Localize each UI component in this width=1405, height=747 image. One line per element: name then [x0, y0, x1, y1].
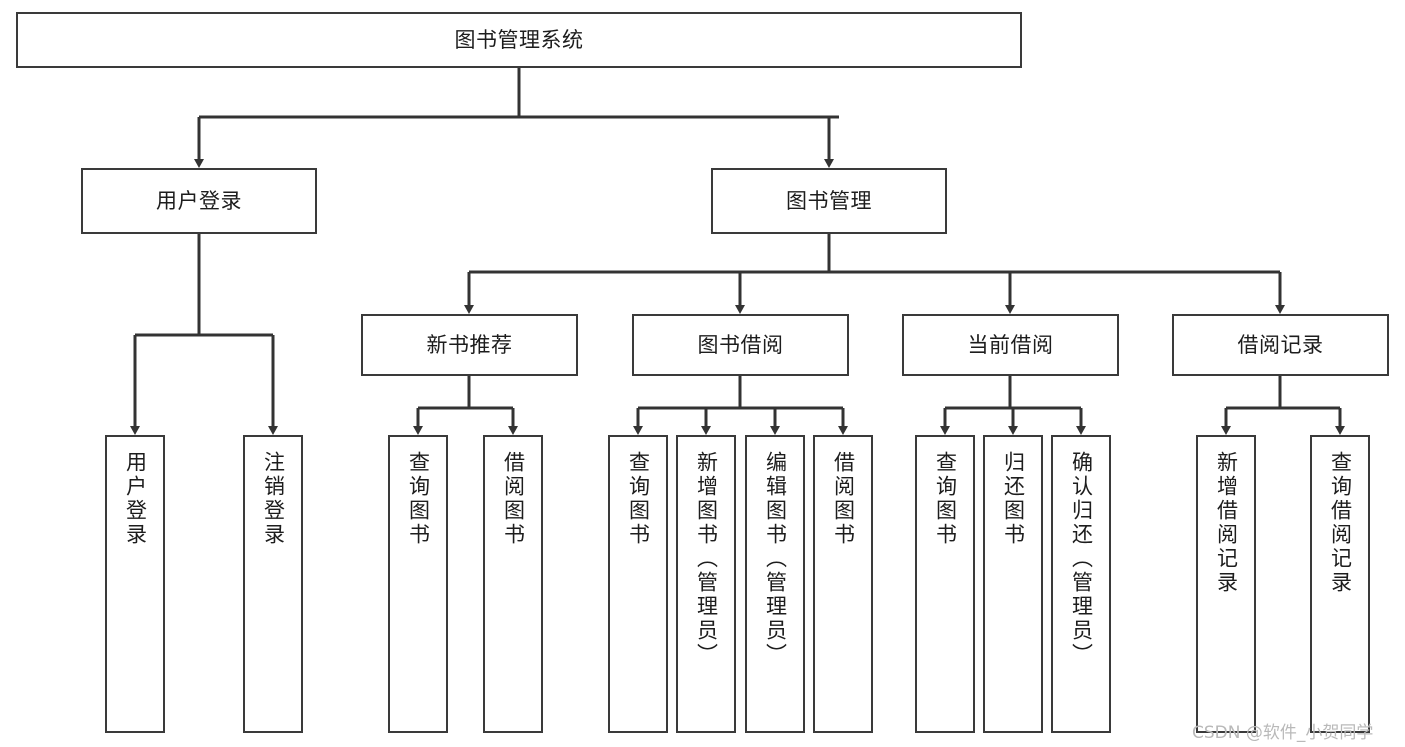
node-user-login-label: 用户登录 [156, 188, 242, 213]
node-leaf-query-book-1-label: 查询图书 [406, 451, 431, 547]
node-leaf-query-book-1[interactable]: 查询图书 [388, 435, 448, 733]
node-book-manage[interactable]: 图书管理 [711, 168, 947, 234]
node-leaf-return-book-label: 归还图书 [1001, 451, 1026, 547]
node-leaf-query-book-3-label: 查询图书 [933, 451, 958, 547]
node-leaf-add-record[interactable]: 新增借阅记录 [1196, 435, 1256, 733]
node-leaf-query-record[interactable]: 查询借阅记录 [1310, 435, 1370, 733]
node-leaf-borrow-book-2-label: 借阅图书 [831, 451, 856, 547]
node-root[interactable]: 图书管理系统 [16, 12, 1022, 68]
node-leaf-confirm-return-label: 确认归还（管理员） [1069, 451, 1094, 667]
node-leaf-edit-book-label: 编辑图书（管理员） [763, 451, 788, 667]
node-leaf-user-login[interactable]: 用户登录 [105, 435, 165, 733]
node-leaf-add-book[interactable]: 新增图书（管理员） [676, 435, 736, 733]
node-book-borrow[interactable]: 图书借阅 [632, 314, 849, 376]
node-leaf-query-book-2[interactable]: 查询图书 [608, 435, 668, 733]
node-leaf-borrow-book-1-label: 借阅图书 [501, 451, 526, 547]
node-leaf-add-record-label: 新增借阅记录 [1214, 451, 1239, 595]
node-leaf-query-record-label: 查询借阅记录 [1328, 451, 1353, 595]
node-leaf-query-book-2-label: 查询图书 [626, 451, 651, 547]
node-root-label: 图书管理系统 [454, 27, 584, 52]
node-leaf-logout-label: 注销登录 [261, 451, 286, 547]
node-leaf-return-book[interactable]: 归还图书 [983, 435, 1043, 733]
node-user-login[interactable]: 用户登录 [81, 168, 317, 234]
node-leaf-confirm-return[interactable]: 确认归还（管理员） [1051, 435, 1111, 733]
node-book-manage-label: 图书管理 [786, 188, 872, 213]
node-leaf-add-book-label: 新增图书（管理员） [694, 451, 719, 667]
node-new-book-recommend-label: 新书推荐 [426, 332, 513, 357]
node-leaf-edit-book[interactable]: 编辑图书（管理员） [745, 435, 805, 733]
node-leaf-user-login-label: 用户登录 [123, 451, 148, 547]
node-current-borrow-label: 当前借阅 [967, 332, 1054, 357]
node-leaf-logout[interactable]: 注销登录 [243, 435, 303, 733]
node-book-borrow-label: 图书借阅 [697, 332, 784, 357]
node-leaf-borrow-book-2[interactable]: 借阅图书 [813, 435, 873, 733]
node-current-borrow[interactable]: 当前借阅 [902, 314, 1119, 376]
node-leaf-query-book-3[interactable]: 查询图书 [915, 435, 975, 733]
node-borrow-record[interactable]: 借阅记录 [1172, 314, 1389, 376]
node-borrow-record-label: 借阅记录 [1237, 332, 1324, 357]
node-leaf-borrow-book-1[interactable]: 借阅图书 [483, 435, 543, 733]
csdn-watermark: CSDN @软件_小贺同学 [1192, 723, 1374, 743]
node-new-book-recommend[interactable]: 新书推荐 [361, 314, 578, 376]
